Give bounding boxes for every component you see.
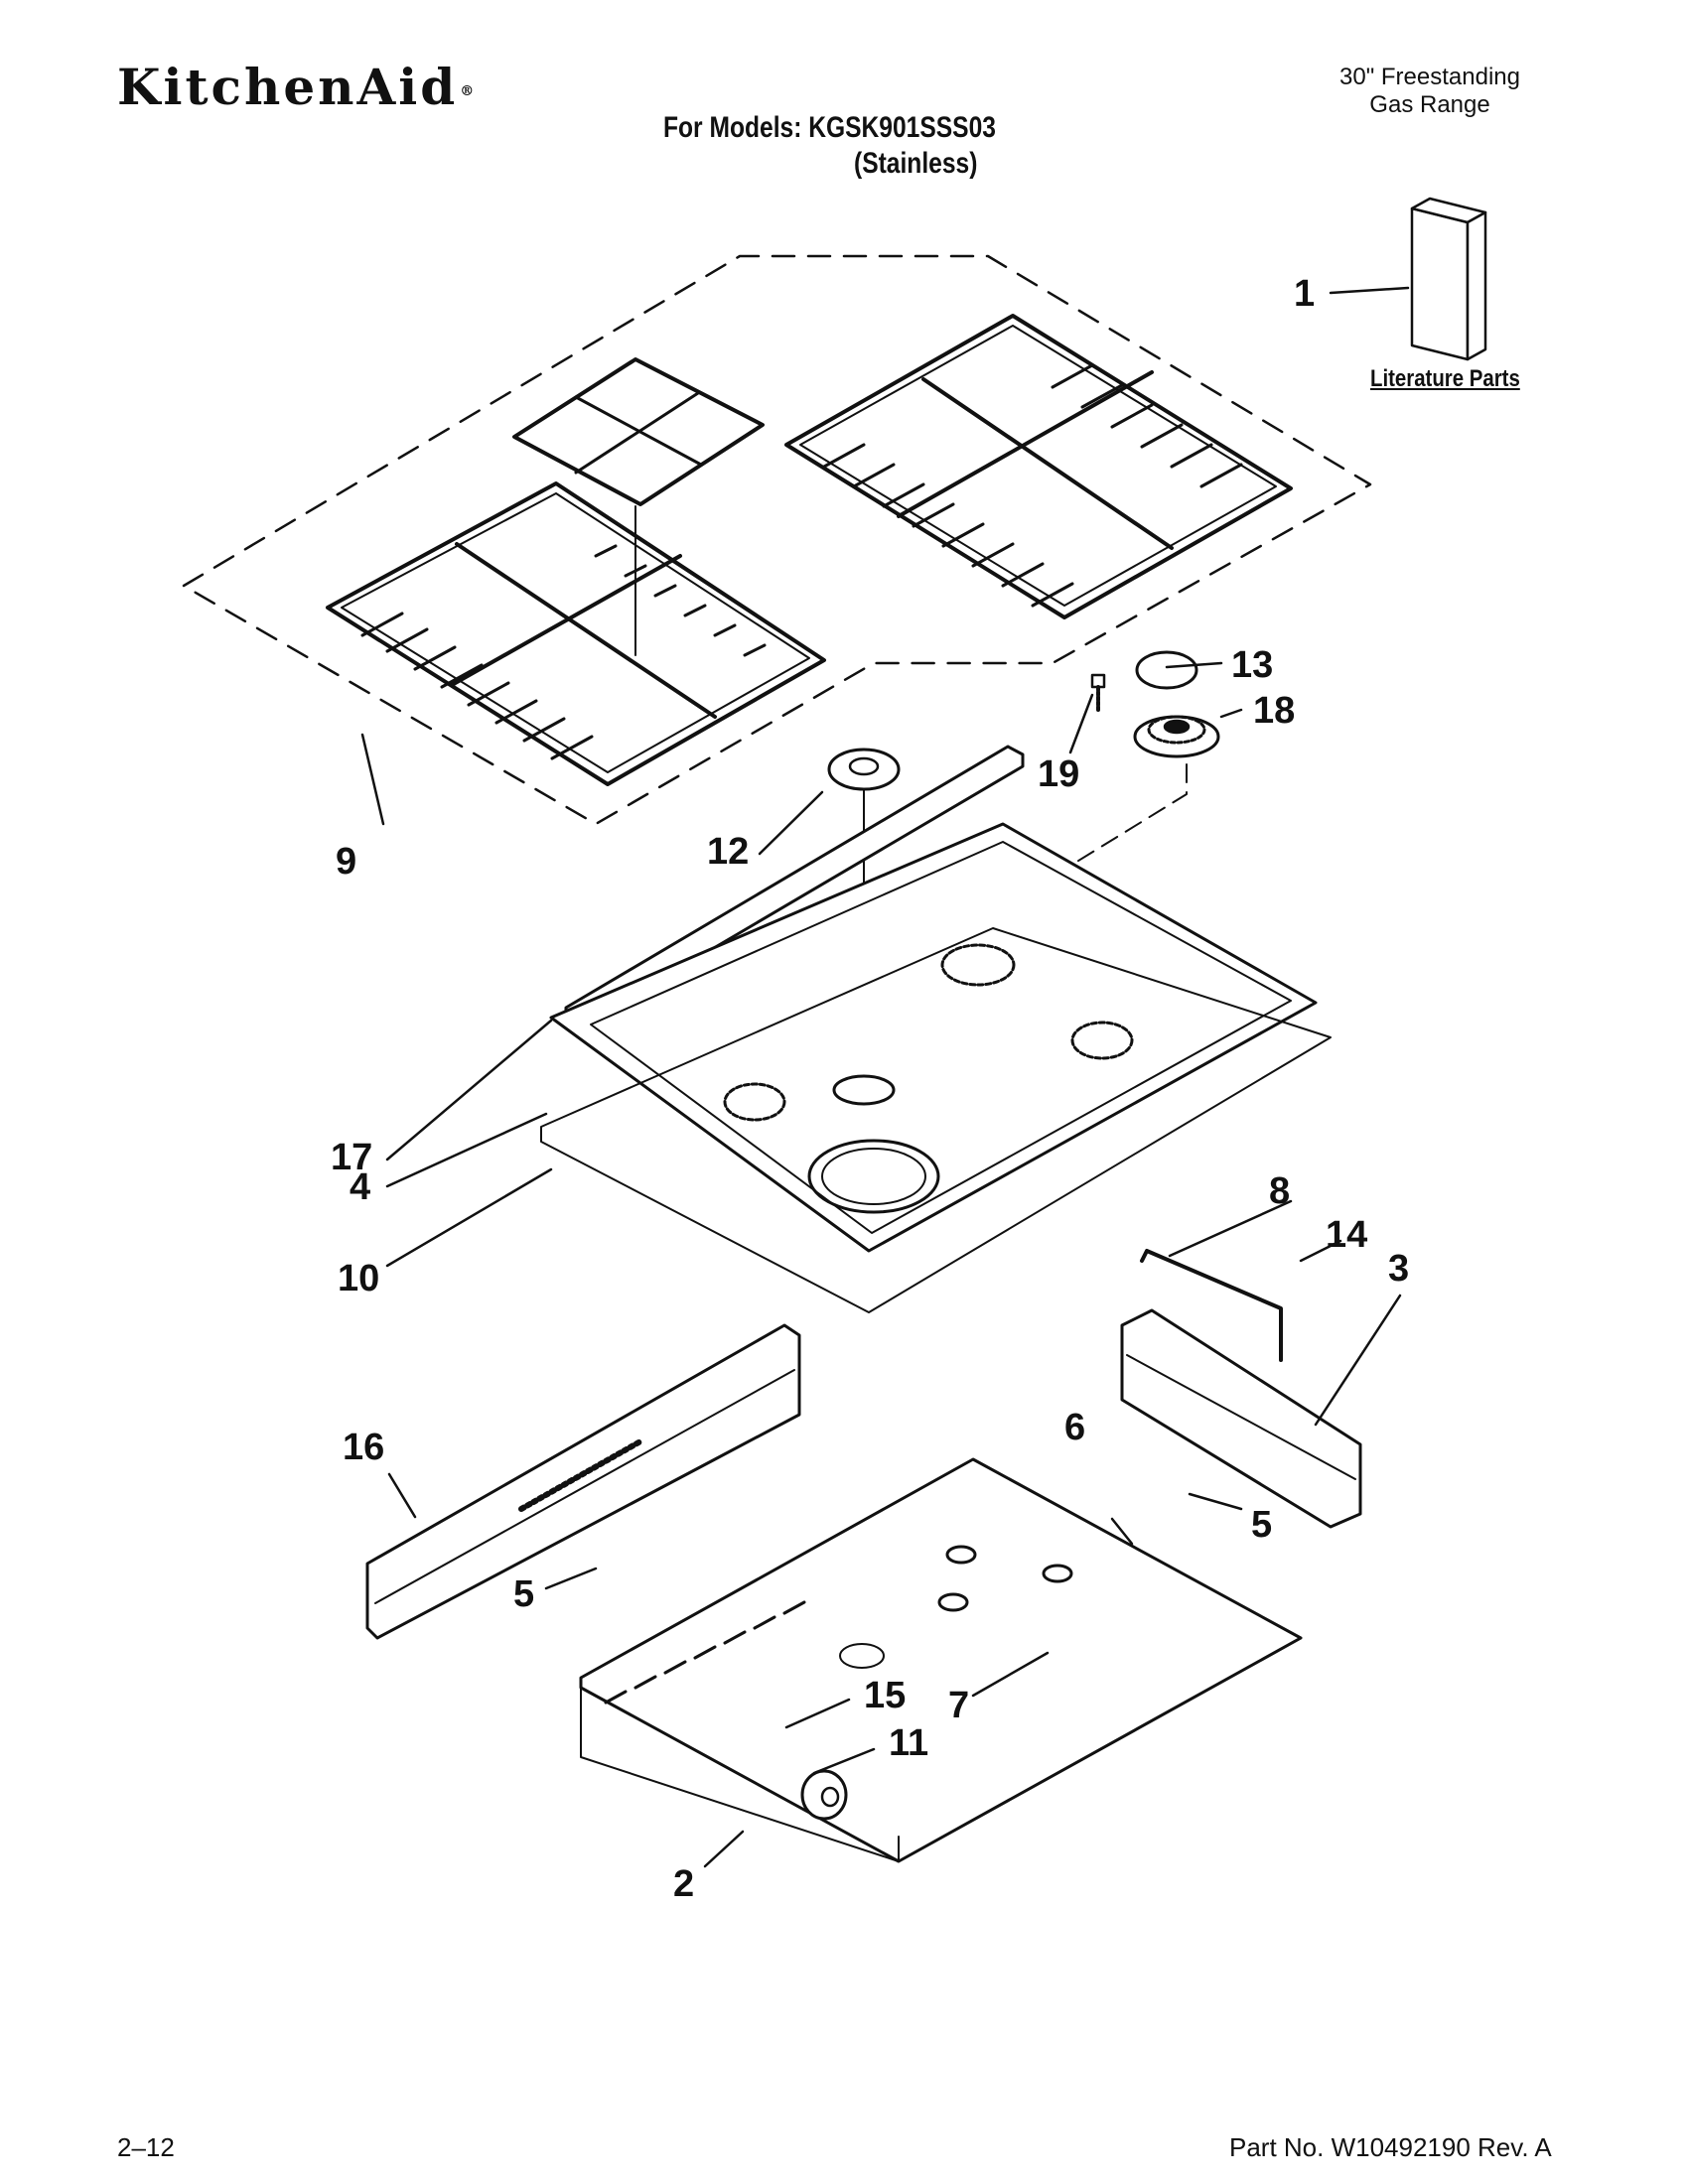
- callout-10: 10: [338, 1258, 379, 1299]
- screw-part-19: [1090, 673, 1106, 712]
- callout-11: 11: [889, 1722, 928, 1764]
- callout-16: 16: [343, 1427, 384, 1468]
- literature-parts-label: Literature Parts: [1370, 365, 1520, 392]
- callout-6: 6: [1064, 1407, 1085, 1448]
- callout-7: 7: [948, 1685, 969, 1726]
- literature-book-part: [1410, 197, 1487, 361]
- model-variant: (Stainless): [854, 147, 978, 180]
- callout-4: 4: [350, 1166, 370, 1208]
- part-number: Part No. W10492190 Rev. A: [1229, 2132, 1552, 2162]
- product-line-1: 30" Freestanding: [1339, 64, 1520, 90]
- product-description: 30" Freestanding Gas Range: [1321, 64, 1539, 119]
- leader-lines: [360, 286, 1410, 1868]
- callout-numbers: 1 2 3 4 5 5 6 7 8 9 10 11 12 13 14 15 16…: [331, 273, 1409, 1905]
- left-grate: [326, 481, 826, 786]
- bracket-part: [1140, 1249, 1283, 1362]
- side-brace-part: [1120, 1308, 1362, 1529]
- callout-19: 19: [1038, 753, 1079, 795]
- callout-3: 3: [1388, 1248, 1409, 1290]
- callout-14: 14: [1326, 1214, 1367, 1256]
- burner-base-part: [1133, 715, 1220, 758]
- rear-panel-part: [365, 1323, 801, 1640]
- callout-1: 1: [1294, 273, 1315, 315]
- burner-cap-part: [1135, 650, 1198, 690]
- callout-15: 15: [864, 1675, 906, 1716]
- callout-18: 18: [1253, 690, 1295, 732]
- product-line-2: Gas Range: [1369, 91, 1490, 118]
- callout-13: 13: [1231, 644, 1273, 686]
- callout-2: 2: [673, 1863, 694, 1905]
- cooktop-main-top-part: [549, 822, 1318, 1253]
- callout-5: 5: [1251, 1504, 1272, 1546]
- callout-12: 12: [707, 831, 749, 873]
- page-number: 2–12: [117, 2132, 175, 2162]
- callout-8: 8: [1269, 1170, 1290, 1212]
- callout-17: 17: [331, 1137, 372, 1178]
- callout-5b: 5: [513, 1573, 534, 1615]
- brand-logo: KitchenAid®: [117, 58, 478, 116]
- base-tray-part: [579, 1457, 1303, 1863]
- grate-group-outline: [182, 254, 1372, 826]
- center-griddle-grate: [512, 357, 765, 656]
- models-title: For Models: KGSK901SSS03: [663, 111, 996, 144]
- right-grate: [784, 314, 1293, 619]
- valve-part: [800, 1769, 848, 1821]
- gasket-part: [540, 927, 1332, 1313]
- callout-9: 9: [336, 841, 356, 883]
